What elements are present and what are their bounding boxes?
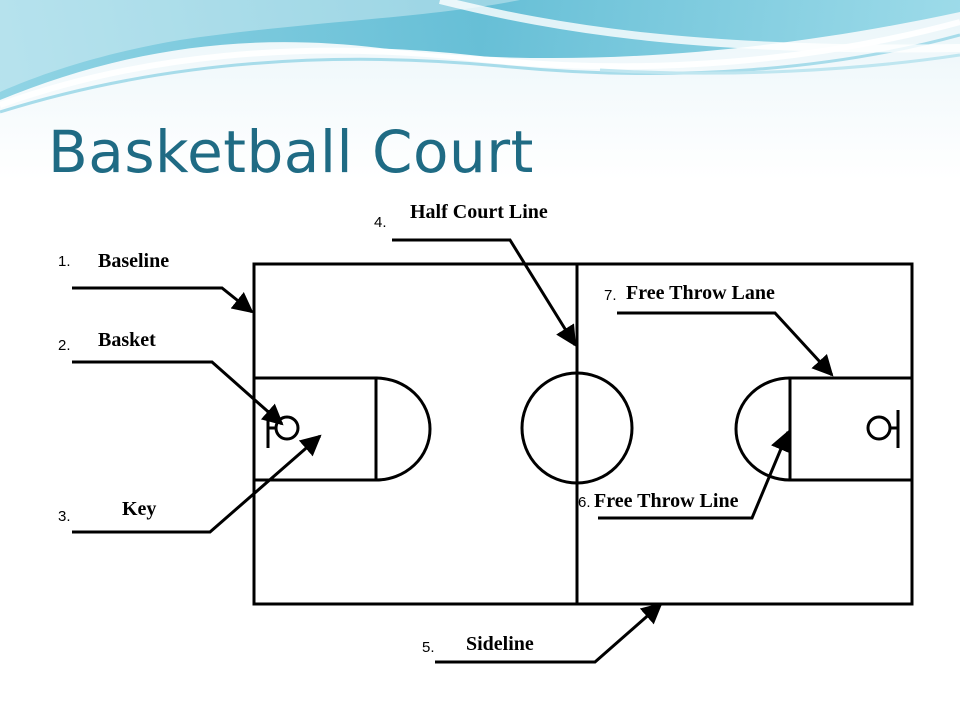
label-number-basket: 2. — [58, 337, 71, 354]
left-key — [254, 376, 378, 482]
label-number-half-court-line: 4. — [374, 214, 387, 231]
court-outline — [252, 262, 914, 606]
label-free-throw-line: Free Throw Line — [594, 490, 739, 512]
header-waves — [0, 0, 960, 114]
label-number-free-throw-line: 6. — [578, 494, 591, 511]
label-basket: Basket — [98, 329, 156, 351]
label-sideline: Sideline — [466, 633, 534, 655]
leader-key — [72, 434, 322, 534]
left-basket — [274, 415, 300, 441]
label-number-baseline: 1. — [58, 253, 71, 270]
label-key: Key — [122, 498, 156, 520]
leader-sideline — [435, 602, 663, 664]
leader-free-throw-lane — [617, 311, 834, 377]
label-half-court-line: Half Court Line — [410, 201, 548, 223]
label-free-throw-lane: Free Throw Lane — [626, 282, 775, 304]
right-free-throw-arc — [734, 376, 791, 482]
leader-half-court-line — [392, 238, 577, 347]
label-baseline: Baseline — [98, 250, 169, 272]
right-basket — [866, 415, 892, 441]
leader-basket — [72, 360, 284, 426]
label-number-sideline: 5. — [422, 639, 435, 656]
label-number-key: 3. — [58, 508, 71, 525]
label-number-free-throw-lane: 7. — [604, 287, 617, 304]
right-key — [788, 376, 912, 482]
center-circle — [520, 371, 634, 485]
leader-baseline — [72, 286, 254, 314]
labels: 1. Baseline 2. Basket 3. Key 4. Half Cou… — [58, 201, 775, 656]
leader-free-throw-line — [598, 430, 791, 520]
slide-title: Basketball Court — [48, 118, 534, 186]
leader-lines — [72, 238, 834, 664]
left-free-throw-arc — [375, 376, 432, 482]
